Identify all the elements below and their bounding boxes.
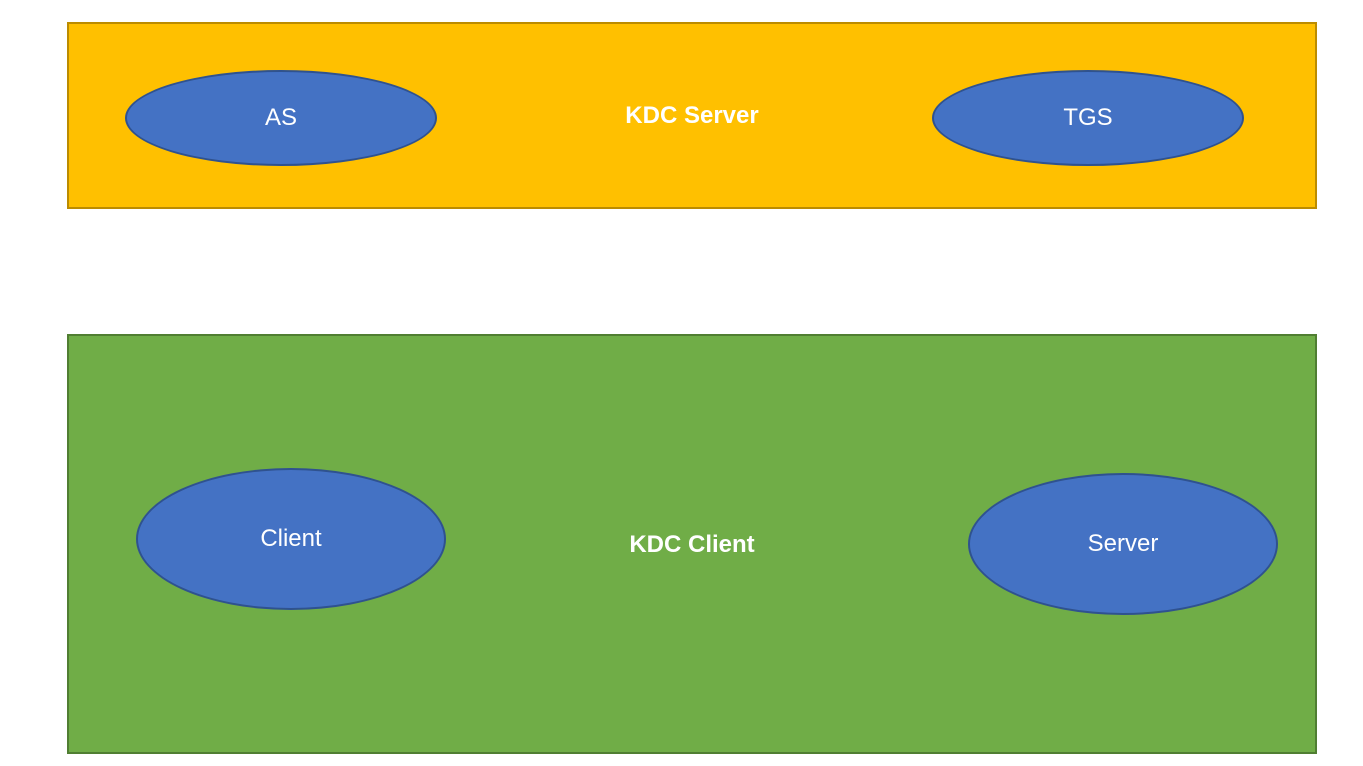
client-node-label: Client <box>260 525 322 552</box>
server-node-label: Server <box>1087 530 1159 557</box>
kdc-client-title: KDC Client <box>629 531 755 558</box>
kdc-server-title: KDC Server <box>625 102 759 129</box>
tgs-node-label: TGS <box>1063 104 1113 131</box>
server-node: Server <box>968 473 1278 615</box>
tgs-node: TGS <box>932 70 1244 166</box>
client-node: Client <box>136 468 446 610</box>
as-node-label: AS <box>264 104 297 131</box>
as-node: AS <box>125 70 437 166</box>
